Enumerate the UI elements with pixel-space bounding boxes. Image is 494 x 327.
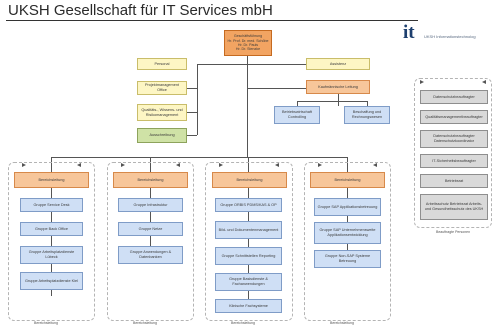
connector [297,101,298,106]
group-box: Gruppe SAP Unternehmensweite Applikation… [314,222,381,244]
management-member: Hr. Dr. Stenzke [235,47,261,52]
logo-subtitle: UKSH Informationstechnolog [424,34,476,39]
tender-box: Ausschreibung [137,128,187,143]
title-divider [6,20,418,21]
connector [51,188,52,296]
group-box: Gruppe Infrastruktur [118,198,183,212]
appointed-box: Datenschutzbeauftragter Datenschutzkoord… [420,130,488,148]
connector [51,157,348,158]
management-title: Geschäftsführung [233,34,263,39]
group-box: Gruppe Non-SAP Systeme Betreuung [314,250,381,268]
appointed-box: Betriebsrat [420,174,488,188]
group-box: Gruppe Basisdienste & Fachanwendungen [215,273,282,291]
appointed-box: Qualitätsmanagementbeauftragter [420,110,488,124]
connector [197,64,247,65]
appointed-persons-panel [414,78,492,228]
group-box: Gruppe Service Desk [20,198,83,212]
arrow-icon [121,163,125,167]
department-column [304,162,391,321]
connector [297,101,368,102]
connector [367,101,368,106]
connector [247,56,248,157]
arrow-icon [77,163,81,167]
assistant-box: Assistenz [306,58,370,70]
connector [338,94,339,106]
connector [248,64,306,65]
commercial-lead-box: Kaufmännische Leitung [306,80,370,94]
group-box: Gruppe Netze [118,222,183,236]
department-head-box: Bereichsleitung [113,172,188,188]
page-title: UKSH Gesellschaft für IT Services mbH [8,2,273,19]
arrow-icon [420,80,424,84]
personal-box: Personal [137,58,187,70]
connector [347,188,348,254]
connector [187,112,197,113]
connector [197,64,198,135]
group-box: Klinische Fachsysteme [215,299,282,313]
group-box: Gruppe Back Office [20,222,83,236]
group-box: Gruppe Arbeitsplatzdienste Kiel [20,272,83,290]
controlling-box: Betriebswirtschaft Controlling [274,106,320,124]
department-column [8,162,95,321]
department-head-box: Bereichsleitung [14,172,89,188]
arrow-icon [176,163,180,167]
management-member: Hr. Prof. Dr. med. Schöbe [227,38,269,43]
appointed-box: IT-Sicherheitsbeauftragter [420,154,488,168]
appointed-box: Datenschutzbeauftragter [420,90,488,104]
management-member: Hr. Dr. Pauls [237,43,259,47]
department-caption: Bereichsleitung [34,321,58,325]
uksh-it-logo: it [403,22,415,43]
group-box: Gruppe ORBIS PDMS/KAS & OP [215,198,282,212]
department-column [107,162,194,321]
group-box: Gruppe Anwendungen & Datenbanken [118,246,183,264]
group-box: Bild- und Dokumentenmanagement [215,221,282,239]
connector [248,157,249,172]
connector [150,157,151,172]
department-caption: Bereichsleitung [231,321,255,325]
management-box: Geschäftsführung Hr. Prof. Dr. med. Schö… [224,30,272,56]
group-box: Gruppe SAP Applikationsbetreuung [314,198,381,216]
connector [51,157,52,172]
department-column [205,162,293,321]
quality-box: Qualitäts-, Wissens- und Risikomanagemen… [137,104,187,121]
connector [187,135,197,136]
group-box: Gruppe Schnittstellen Reporting [215,247,282,265]
group-box: Gruppe Arbeitsplatzdienste Lübeck [20,246,83,264]
connector [347,157,348,172]
connector [187,88,197,89]
connector [248,88,306,89]
procurement-box: Beschaffung und Rechnungswesen [344,106,390,124]
appointed-box: Arbeitsschutz Betriebsrat Arbeits- und G… [420,194,488,220]
connector [150,188,151,248]
arrow-icon [318,163,322,167]
arrow-icon [219,163,223,167]
department-head-box: Bereichsleitung [310,172,385,188]
arrow-icon [482,80,486,84]
department-head-box: Bereichsleitung [212,172,287,188]
arrow-icon [22,163,26,167]
appointed-caption: Beauftragte Personen [436,230,471,234]
department-caption: Bereichsleitung [330,321,354,325]
arrow-icon [275,163,279,167]
department-caption: Bereichsleitung [133,321,157,325]
pmo-box: Projektmanagement Office [137,81,187,95]
arrow-icon [373,163,377,167]
